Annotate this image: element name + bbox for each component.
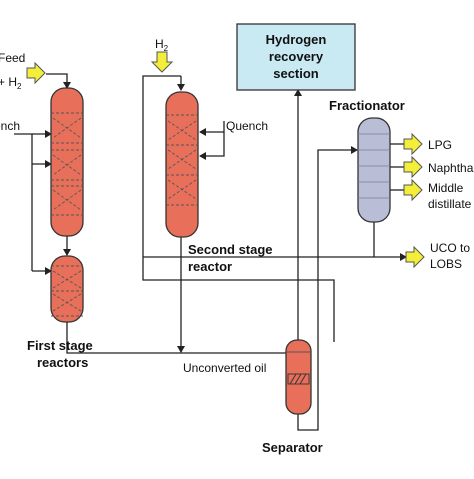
lpg-arrow-icon <box>403 132 423 156</box>
second-stage-label-2: reactor <box>188 259 232 274</box>
lpg-label: LPG <box>428 138 452 152</box>
feed-label-1: Feed <box>0 51 25 65</box>
feed-line <box>46 73 71 89</box>
first-stage-reactor-2 <box>50 255 84 323</box>
naphtha-label: Naphtha <box>428 161 474 175</box>
second-stage-label-1: Second stage <box>188 242 273 257</box>
h2-arrow-icon <box>150 51 174 73</box>
fractionator-column <box>357 117 391 223</box>
first-stage-outlet-line <box>66 320 293 357</box>
first-stage-label-1: First stage <box>27 338 93 353</box>
naphtha-arrow-icon <box>403 155 423 179</box>
feed-arrow-icon <box>26 61 46 85</box>
quench-right-line <box>199 121 225 160</box>
middle-distillate-label-2: distillate <box>428 197 472 211</box>
uco-label-1: UCO to <box>430 241 470 255</box>
uco-arrow-icon <box>405 245 425 269</box>
middle-distillate-label-1: Middle <box>428 181 464 195</box>
yellow-arrows <box>26 51 425 269</box>
quench-left-label: Quench <box>0 119 20 133</box>
h2-to-second-stage-line <box>142 75 335 342</box>
process-lines <box>14 73 407 431</box>
hydrogen-recovery-box: Hydrogen recovery section <box>236 23 356 91</box>
separator-label: Separator <box>262 440 323 455</box>
separator-vessel <box>285 339 312 415</box>
middle-distillate-arrow-icon <box>403 178 423 202</box>
hydrogen-label-3: section <box>273 66 319 81</box>
second-stage-reactor <box>165 91 199 238</box>
labels: Feed + H2 Quench H2 Quench Fractionator … <box>0 37 474 455</box>
separator-bottom-line <box>297 146 358 431</box>
quench-right-label: Quench <box>226 119 268 133</box>
unconverted-oil-label: Unconverted oil <box>183 361 266 375</box>
first-stage-label-2: reactors <box>37 355 88 370</box>
feed-label-2: + H2 <box>0 75 22 91</box>
first-stage-reactor-1 <box>50 87 84 237</box>
quench-left-manifold <box>14 133 33 271</box>
hydrogen-label-1: Hydrogen <box>266 32 327 47</box>
hydrogen-label-2: recovery <box>269 49 324 64</box>
uco-label-2: LOBS <box>430 257 462 271</box>
h2-label: H2 <box>155 37 169 53</box>
fractionator-label: Fractionator <box>329 98 405 113</box>
